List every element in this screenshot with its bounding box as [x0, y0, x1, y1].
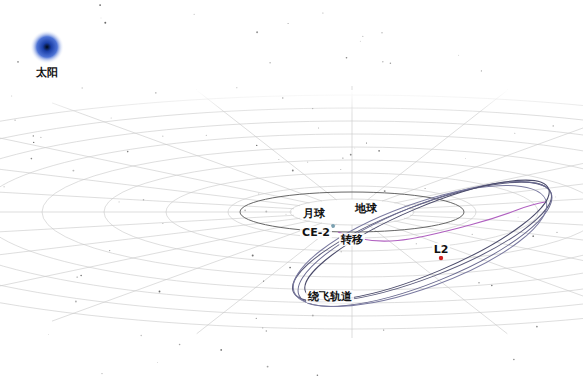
horizon-fade — [0, 90, 583, 160]
halo-orbit — [280, 157, 566, 331]
transfer-label: 转移 — [339, 233, 365, 246]
probe-label: CE-2 — [300, 226, 332, 239]
grid-plane — [0, 86, 583, 338]
earth-label: 地球 — [353, 202, 379, 215]
orbit-label: 绕飞轨道 — [306, 290, 354, 303]
l2-point — [439, 256, 443, 260]
moon-label: 月球 — [301, 207, 327, 220]
stars — [3, 4, 557, 376]
transfer-trajectory — [338, 202, 545, 241]
sun-symbol — [30, 30, 64, 64]
l2-label: L2 — [432, 243, 451, 256]
sun-label: 太阳 — [34, 66, 60, 79]
